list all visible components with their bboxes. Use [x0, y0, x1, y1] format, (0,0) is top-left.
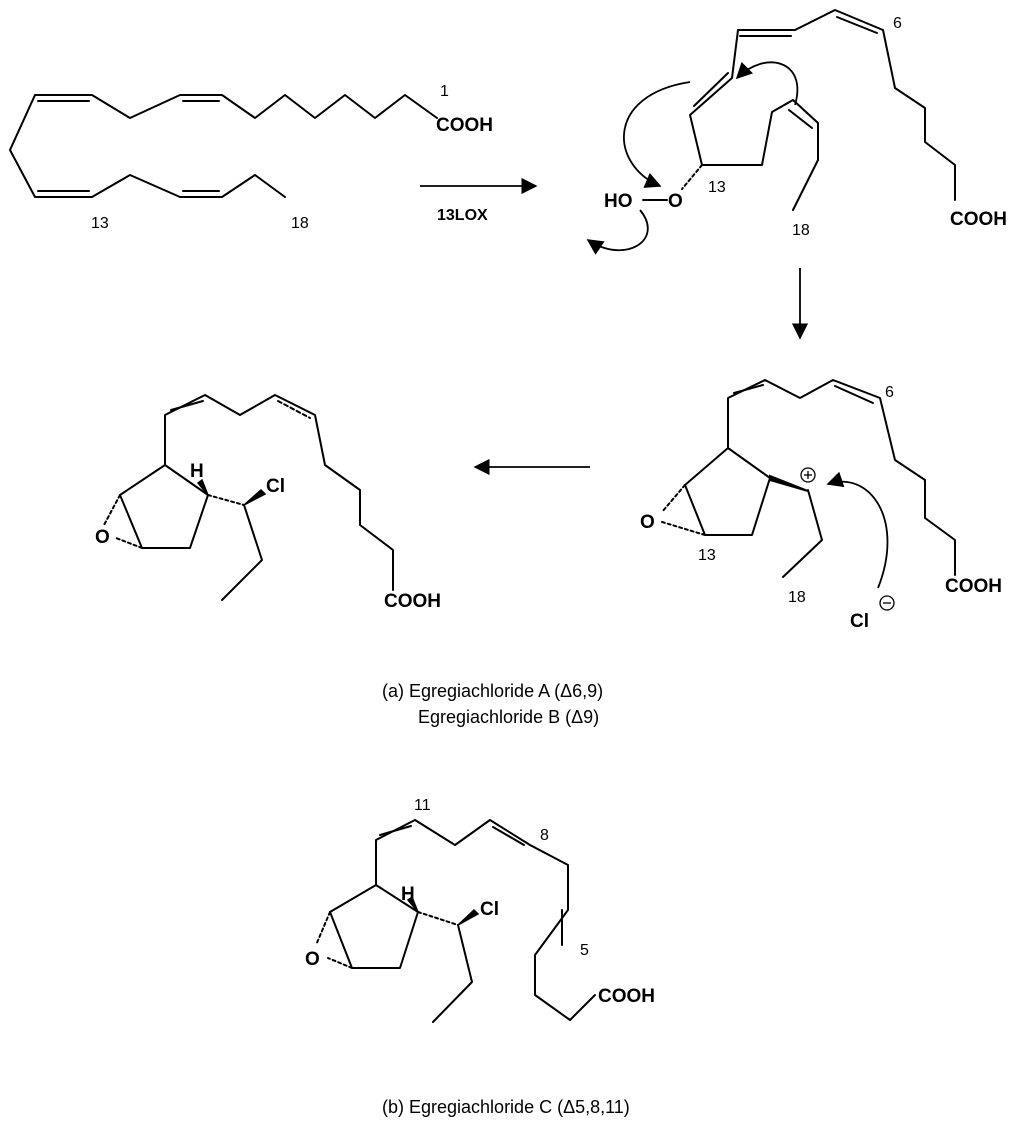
hp-carbon-6-label: 6 — [893, 15, 902, 32]
carbon-18-label: 18 — [291, 215, 309, 232]
cation-cooh-label: COOH — [945, 576, 1002, 597]
product-a-cl-label: Cl — [266, 476, 285, 497]
caption-a-line1: (a) Egregiachloride A (Δ6,9) — [382, 681, 603, 701]
egregiachloride-a-structure: H Cl O COOH — [95, 394, 441, 612]
positive-charge-icon — [800, 467, 816, 483]
product-c-h-label: H — [401, 884, 415, 905]
chloride-label: Cl — [850, 611, 869, 632]
product-a-oxygen-label: O — [95, 527, 110, 548]
carbon-1-label: 1 — [440, 83, 449, 100]
product-c-cl-label: Cl — [480, 899, 499, 920]
product-c-carbon-5-label: 5 — [580, 942, 589, 959]
egregiachloride-c-structure: 11 8 5 H Cl O COOH — [305, 797, 655, 1023]
product-c-cooh-label: COOH — [598, 986, 655, 1007]
cation-carbon-6-label: 6 — [885, 384, 894, 401]
hydroperoxide-intermediate: HO O 13 6 18 COOH — [586, 9, 1007, 255]
hp-carbon-13-label: 13 — [708, 179, 726, 196]
product-a-cooh-label: COOH — [384, 591, 441, 612]
product-a-h-label: H — [190, 461, 204, 482]
start-cooh-label: COOH — [436, 115, 493, 136]
cation-epoxide-oxygen-label: O — [640, 512, 655, 533]
hydroperoxide-o-label: O — [668, 191, 683, 212]
epoxy-cation-intermediate: O 6 13 18 COOH Cl — [640, 379, 1002, 632]
hydroperoxide-ho-label: HO — [604, 191, 633, 212]
lox-reaction-arrow: 13LOX — [420, 177, 538, 224]
cation-carbon-13-label: 13 — [698, 547, 716, 564]
enzyme-13lox-label: 13LOX — [437, 207, 488, 224]
product-c-carbon-8-label: 8 — [540, 827, 549, 844]
carbon-13-label: 13 — [91, 215, 109, 232]
hp-cooh-label: COOH — [950, 209, 1007, 230]
linolenic-acid-structure: 1 COOH 13 18 — [9, 83, 493, 232]
product-c-oxygen-label: O — [305, 949, 320, 970]
hp-carbon-18-label: 18 — [792, 222, 810, 239]
product-c-carbon-11-label: 11 — [414, 797, 431, 814]
negative-charge-icon — [879, 595, 895, 611]
cation-carbon-18-label: 18 — [788, 589, 806, 606]
caption-b-line1: (b) Egregiachloride C (Δ5,8,11) — [382, 1097, 630, 1117]
caption-a-line2: Egregiachloride B (Δ9) — [418, 707, 599, 727]
